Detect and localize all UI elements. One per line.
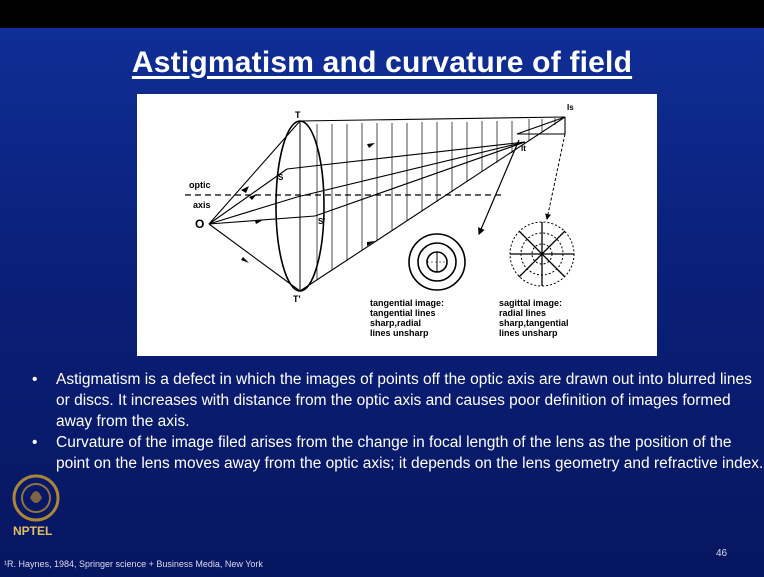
bullet-dot: • xyxy=(32,371,38,388)
slide-title: Astigmatism and curvature of field xyxy=(131,46,633,79)
label-origin: O xyxy=(195,217,204,231)
caption-sagittal-line: lines unsharp xyxy=(499,328,558,338)
bullet-dot: • xyxy=(32,434,38,451)
hatching xyxy=(316,118,556,280)
caption-sagittal-line: sagittal image: xyxy=(499,298,563,308)
label-s: S xyxy=(278,173,284,182)
nptel-logo-icon xyxy=(12,474,60,522)
caption-tangential-line: tangential lines xyxy=(370,308,436,318)
caption-tangential-line: tangential image: xyxy=(370,298,445,308)
astigmatism-diagram: optic axis O T T' S S' Is It xyxy=(185,103,575,304)
pointer-to-sagittal xyxy=(545,133,566,220)
caption-sagittal-line: radial lines xyxy=(499,308,547,318)
bullet-item-curvature: • Curvature of the image filed arises fr… xyxy=(32,432,764,474)
bullet-text: Astigmatism is a defect in which the ima… xyxy=(56,371,752,430)
label-is: Is xyxy=(567,103,574,112)
label-it: It xyxy=(521,144,526,153)
astigmatism-figure: optic axis O T T' S S' Is It tangential … xyxy=(137,94,657,356)
caption-tangential: tangential image: tangential lines sharp… xyxy=(370,298,444,338)
bullet-text: Curvature of the image filed arises from… xyxy=(56,434,764,472)
tangential-image xyxy=(408,233,466,291)
page-number: 46 xyxy=(716,548,728,559)
caption-sagittal: sagittal image: radial lines sharp,tange… xyxy=(499,298,569,338)
pointer-to-tangential xyxy=(478,139,520,236)
label-t-bottom: T' xyxy=(293,294,301,304)
caption-tangential-line: lines unsharp xyxy=(370,328,429,338)
caption-sagittal-line: sharp,tangential xyxy=(499,318,569,328)
slide: Astigmatism and curvature of field xyxy=(0,28,764,577)
bullet-item-astigmatism: • Astigmatism is a defect in which the i… xyxy=(32,369,764,432)
label-t-top: T xyxy=(295,110,301,120)
ray-arrowheads xyxy=(241,143,375,263)
caption-tangential-line: sharp,radial xyxy=(370,318,422,328)
ray-fan xyxy=(208,116,566,292)
label-optic: optic xyxy=(189,180,211,190)
bullet-list: • Astigmatism is a defect in which the i… xyxy=(32,369,764,474)
label-axis: axis xyxy=(193,200,211,210)
logo-text: NPTEL xyxy=(13,524,53,538)
sagittal-image xyxy=(509,221,575,287)
label-s-prime: S' xyxy=(318,217,325,226)
citation-footer: ¹R. Haynes, 1984, Springer science + Bus… xyxy=(4,559,263,569)
